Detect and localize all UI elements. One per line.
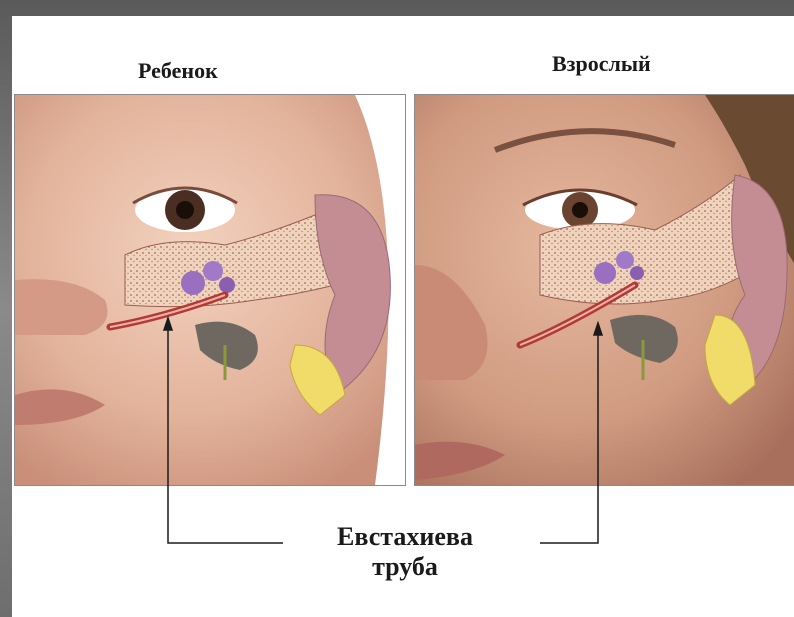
adult-leader-arrow <box>594 323 602 335</box>
child-leader-line <box>168 320 283 543</box>
adult-leader-line <box>540 325 598 543</box>
child-leader-arrow <box>164 318 172 330</box>
caption-line-1: Евстахиева <box>300 522 510 552</box>
eustachian-tube-caption: Евстахиева труба <box>300 522 510 582</box>
caption-line-2: труба <box>300 552 510 582</box>
